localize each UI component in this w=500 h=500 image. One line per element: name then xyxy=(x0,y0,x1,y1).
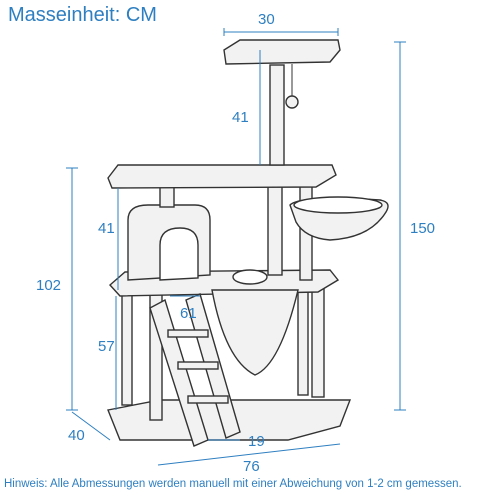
dim-mid-height: 102 xyxy=(36,277,61,294)
post-right-front xyxy=(311,284,325,398)
dim-condo-height: 41 xyxy=(98,220,115,237)
post-top xyxy=(269,64,285,166)
unit-title: Masseinheit: CM xyxy=(8,4,157,26)
hanging-ball xyxy=(285,95,299,109)
post-left-back xyxy=(121,284,133,406)
dim-ladder: 61 xyxy=(180,305,197,322)
dim-post-top: 41 xyxy=(232,109,249,126)
dim-base-height: 57 xyxy=(98,338,115,355)
dim-top-width: 30 xyxy=(258,11,275,28)
dim-width: 76 xyxy=(243,458,260,475)
top-perch xyxy=(223,39,341,65)
basket-rim xyxy=(293,196,383,214)
platform-hole xyxy=(232,269,268,285)
post-right-back xyxy=(297,279,309,396)
condo-entrance xyxy=(159,227,199,281)
dimension-labels: 30 41 150 41 102 61 57 40 19 76 xyxy=(36,11,435,475)
cat-tree-drawing xyxy=(107,39,389,447)
dim-depth: 40 xyxy=(68,427,85,444)
top-platform xyxy=(107,164,337,189)
dim-foot: 19 xyxy=(248,433,265,450)
hammock xyxy=(211,289,299,376)
post-center-tall xyxy=(267,174,283,276)
ladder xyxy=(149,293,241,447)
dim-total-height: 150 xyxy=(410,220,435,237)
dimension-lines xyxy=(66,28,406,466)
measurement-note: Hinweis: Alle Abmessungen werden manuell… xyxy=(4,478,462,490)
